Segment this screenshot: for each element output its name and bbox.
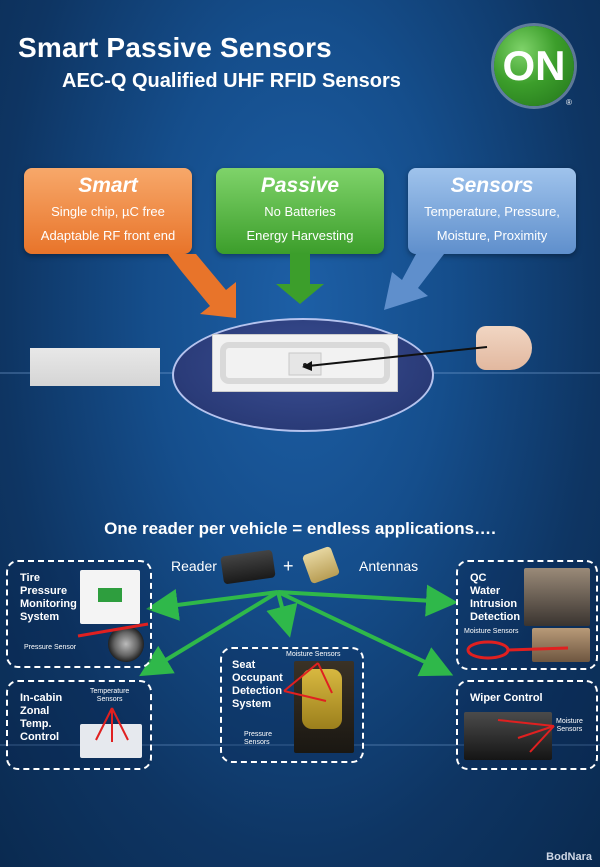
seat-moisture-label: Moisture Sensors (286, 651, 341, 658)
logo-text: ON (502, 42, 566, 89)
cabin-temp-box: In-cabin Zonal Temp. Control Temperature… (6, 680, 152, 770)
passive-pillar: Passive No Batteries Energy Harvesting (216, 168, 384, 254)
applications-tagline: One reader per vehicle = endless applica… (104, 519, 496, 538)
seat-annotation (283, 662, 333, 702)
page-subtitle: AEC-Q Qualified UHF RFID Sensors (62, 70, 401, 92)
cabin-annotation (95, 707, 129, 742)
arrow-to-wiper (277, 590, 454, 677)
smart-heading: Smart (78, 174, 138, 197)
passive-heading: Passive (260, 174, 340, 197)
wiper-control-box: Wiper Control Moisture Sensors (456, 680, 598, 770)
smart-line-1: Single chip, µC free (51, 204, 165, 219)
tire-title: Tire Pressure Monitoring System (20, 572, 77, 623)
tire-pressure-box: Tire Pressure Monitoring System Pressure… (6, 560, 152, 668)
sensors-arrow (384, 254, 444, 310)
car-chassis-image (80, 570, 140, 624)
tire-annotation (77, 622, 149, 638)
car-interior-image (524, 568, 590, 626)
page-title: Smart Passive Sensors (18, 32, 332, 63)
qc-water-box: QC Water Intrusion Detection Moisture Se… (456, 560, 598, 670)
seat-pressure-label: Pressure Sensors (244, 731, 273, 746)
arrow-to-cabin (139, 590, 280, 677)
watermark: BodNara (546, 851, 592, 863)
passive-arrow (276, 254, 324, 304)
sensor-closeup-image (532, 628, 590, 662)
registered-mark: ® (566, 98, 572, 107)
seat-occupant-box: Seat Occupant Detection System Moisture … (220, 647, 364, 763)
tire-image (108, 626, 144, 662)
wiper-moisture-label: Moisture Sensors (556, 718, 583, 733)
sensors-line-2: Moisture, Proximity (436, 228, 548, 243)
cabin-title: In-cabin Zonal Temp. Control (20, 692, 63, 743)
wiper-annotation (497, 719, 555, 753)
tag-side-photo (30, 348, 160, 386)
reader-label: Reader (171, 558, 217, 574)
passive-line-2: Energy Harvesting (246, 228, 354, 243)
wiper-title: Wiper Control (470, 692, 543, 704)
smart-line-2: Adaptable RF front end (40, 228, 176, 243)
sensors-heading: Sensors (450, 174, 534, 197)
qc-annotation (466, 640, 569, 660)
antennas-label: Antennas (359, 558, 419, 574)
seat-title: Seat Occupant Detection System (232, 659, 283, 710)
sensors-line-1: Temperature, Pressure, (424, 204, 560, 219)
pressure-sensor-label: Pressure Sensor (24, 644, 77, 651)
qc-title: QC Water Intrusion Detection (470, 572, 521, 623)
rfid-tag-image (212, 334, 398, 392)
arrow-to-seat (266, 591, 298, 638)
windshield-image (464, 712, 552, 760)
sensors-pillar: Sensors Temperature, Pressure, Moisture,… (408, 168, 576, 254)
smart-arrow (168, 254, 236, 318)
smart-pillar: Smart Single chip, µC free Adaptable RF … (24, 168, 192, 254)
qc-moisture-label: Moisture Sensors (464, 628, 519, 635)
plus-sign: + (283, 556, 294, 576)
arrow-to-tire (146, 589, 279, 621)
passive-line-1: No Batteries (264, 204, 336, 219)
temperature-sensors-label: Temperature Sensors (90, 688, 130, 703)
on-logo: ON (494, 26, 574, 106)
arrow-to-qc (277, 584, 458, 617)
